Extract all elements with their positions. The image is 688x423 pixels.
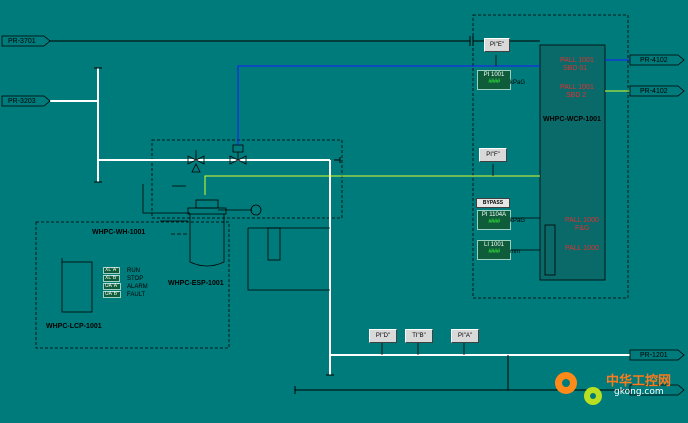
display-li1001[interactable]: LI 1001 #### bbox=[477, 240, 511, 260]
lcp-dashed-boundary bbox=[35, 221, 230, 349]
tag-pif[interactable]: PI"F" bbox=[479, 148, 507, 162]
equipment-label-wh: WHPC-WH-1001 bbox=[92, 229, 146, 236]
arrow-label-pr4102a: PR-4102 bbox=[640, 57, 668, 64]
equipment-label-lcp: WHPC-LCP-1001 bbox=[46, 323, 102, 330]
alarm-2-line2: SBD 2 bbox=[566, 92, 587, 99]
alarm-3-line2: F&G bbox=[575, 225, 590, 232]
gear-icon bbox=[555, 372, 577, 394]
equipment-label-wcp: WHPC-WCP-1001 bbox=[543, 116, 601, 123]
lcp-indicator-label: FAULT bbox=[127, 292, 146, 298]
tag-pie[interactable]: PI"E" bbox=[484, 38, 510, 52]
alarm-4: PALL 1000 bbox=[565, 245, 599, 252]
wh-dashed-boundary bbox=[151, 139, 343, 219]
arrow-pr3701 bbox=[1, 35, 51, 47]
arrow-label-pr3203: PR-3203 bbox=[8, 98, 36, 105]
display-pi1104a-value: #### bbox=[488, 219, 500, 225]
lcp-indicator-label: STOP bbox=[127, 276, 144, 282]
display-pi1001-label: PI 1001 bbox=[483, 72, 505, 78]
lcp-indicator-tag: UA"B" bbox=[103, 291, 121, 298]
tag-tib[interactable]: TI"B" bbox=[405, 329, 433, 343]
arrow-bottom bbox=[629, 384, 685, 396]
wcp-dashed-boundary bbox=[472, 14, 629, 299]
lcp-indicator-label: ALARM bbox=[127, 284, 148, 290]
arrow-pr3203 bbox=[1, 95, 51, 107]
display-pi1104a-unit: kPaG bbox=[510, 218, 526, 224]
alarm-2-line1: PALL 1001 bbox=[560, 84, 594, 91]
watermark-title: 中华工控网 bbox=[606, 374, 672, 389]
display-pi1001-unit: kPaG bbox=[510, 80, 526, 86]
arrow-pr1201 bbox=[629, 349, 685, 361]
esp-body bbox=[189, 214, 225, 267]
display-pi1104a-label: PI 1104A bbox=[481, 212, 507, 218]
display-pi1001[interactable]: PI 1001 #### bbox=[477, 70, 511, 90]
lcp-indicator-tag: XL"B" bbox=[103, 275, 121, 282]
esp-top bbox=[195, 199, 219, 209]
control-valve bbox=[229, 155, 239, 165]
arrow-pr4102a bbox=[629, 54, 685, 66]
arrow-pr4102b bbox=[629, 85, 685, 97]
bypass-button[interactable]: BYPASS bbox=[476, 198, 510, 208]
alarm-3-line1: PALL 1000 bbox=[565, 217, 599, 224]
lcp-indicator-tag: XL"A" bbox=[103, 267, 121, 274]
display-li1001-label: LI 1001 bbox=[483, 242, 505, 248]
equipment-label-esp: WHPC-ESP-1001 bbox=[168, 280, 224, 287]
tag-pia[interactable]: PI"A" bbox=[451, 329, 479, 343]
display-li1001-value: #### bbox=[488, 249, 500, 255]
valve-1 bbox=[187, 155, 197, 165]
arrow-label-pr4102b: PR-4102 bbox=[640, 88, 668, 95]
arrow-label-pr3701: PR-3701 bbox=[8, 38, 36, 45]
display-li1001-unit: mm bbox=[510, 249, 520, 255]
display-pi1104a[interactable]: PI 1104A #### bbox=[477, 210, 511, 230]
wcp-panel bbox=[539, 44, 606, 281]
arrow-label-pr1201: PR-1201 bbox=[640, 352, 668, 359]
lcp-indicator-label: RUN bbox=[127, 268, 140, 274]
wcp-panel-slot bbox=[544, 224, 556, 276]
alarm-1-line1: PALL 1001 bbox=[560, 57, 594, 64]
watermark-url: gkong.com bbox=[614, 387, 664, 397]
tag-pid[interactable]: PI"D" bbox=[369, 329, 397, 343]
lcp-cabinet bbox=[61, 261, 93, 313]
gear-icon-small bbox=[584, 387, 602, 405]
alarm-1-line2: SBD 01 bbox=[563, 65, 588, 72]
lcp-indicator-tag: UA"A" bbox=[103, 283, 121, 290]
display-pi1001-value: #### bbox=[488, 79, 500, 85]
